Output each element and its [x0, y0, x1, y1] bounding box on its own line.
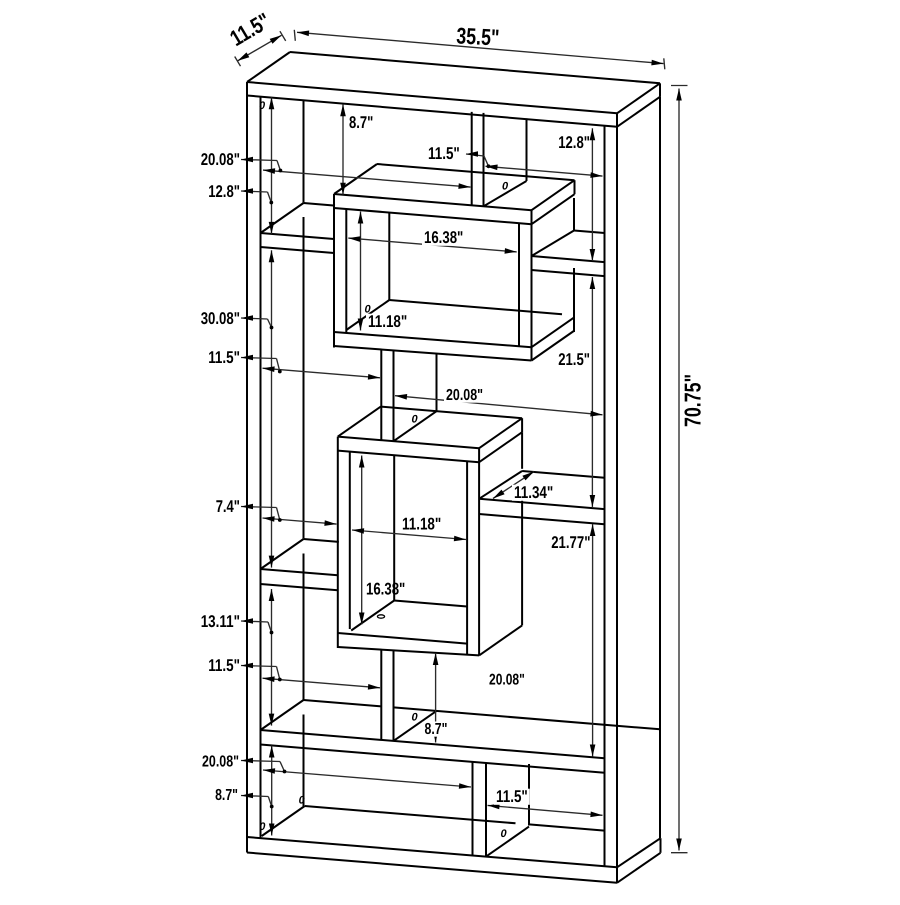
svg-text:7.4": 7.4" [216, 497, 240, 516]
svg-text:0: 0 [259, 821, 266, 833]
svg-text:13.11": 13.11" [201, 612, 240, 631]
svg-text:35.5": 35.5" [456, 22, 500, 50]
svg-text:12.8": 12.8" [558, 133, 590, 152]
svg-text:0: 0 [364, 304, 371, 316]
svg-text:0: 0 [411, 712, 418, 724]
svg-text:20.08": 20.08" [446, 387, 483, 404]
svg-text:11.18": 11.18" [368, 312, 407, 331]
svg-text:0: 0 [411, 414, 418, 426]
svg-text:11.5": 11.5" [208, 656, 240, 675]
svg-text:0: 0 [500, 828, 507, 840]
svg-text:11.18": 11.18" [402, 515, 441, 534]
svg-text:20.08": 20.08" [202, 754, 239, 771]
svg-text:11.5": 11.5" [208, 348, 240, 367]
svg-text:12.8": 12.8" [208, 182, 240, 201]
svg-text:11.5": 11.5" [428, 144, 460, 163]
svg-text:11.5": 11.5" [496, 787, 528, 806]
svg-text:30.08": 30.08" [201, 309, 240, 328]
svg-text:20.08": 20.08" [489, 672, 525, 689]
svg-text:8.7": 8.7" [215, 787, 238, 804]
svg-text:21.77": 21.77" [551, 533, 590, 552]
svg-text:21.5": 21.5" [558, 350, 590, 369]
svg-text:70.75": 70.75" [680, 374, 706, 427]
svg-text:0: 0 [259, 100, 266, 112]
svg-text:16.38": 16.38" [366, 580, 405, 599]
svg-text:8.7": 8.7" [425, 721, 448, 738]
svg-text:0: 0 [299, 794, 306, 806]
svg-text:11.34": 11.34" [514, 483, 553, 502]
svg-text:8.7": 8.7" [349, 113, 373, 132]
svg-text:16.38": 16.38" [424, 228, 463, 247]
svg-text:20.08": 20.08" [201, 150, 240, 169]
svg-text:0: 0 [502, 181, 509, 193]
